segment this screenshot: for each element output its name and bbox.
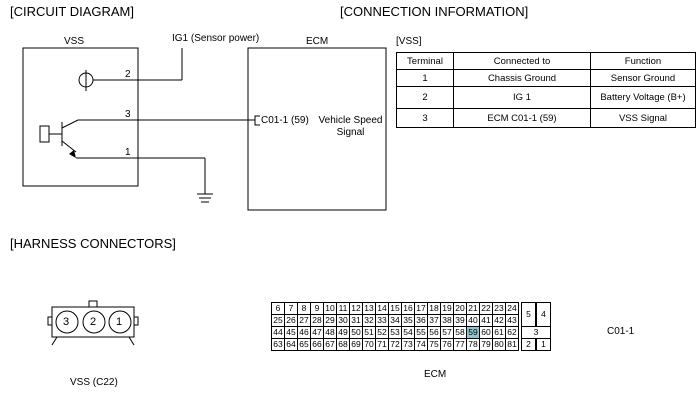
ecm-pin-73: 73 [401, 338, 415, 351]
ecm-pin-label: C01-1 (59) [261, 115, 309, 126]
ecm-pin-72: 72 [388, 338, 402, 351]
table-row: 1 Chassis Ground Sensor Ground [396, 69, 696, 87]
ecm-pin-64: 64 [284, 338, 298, 351]
ecm-connector-caption: ECM [424, 369, 447, 380]
connection-info-heading: [CONNECTION INFORMATION] [340, 4, 529, 19]
col-connected-to: Connected to [453, 52, 591, 70]
ecm-signal-line-1: Vehicle Speed [318, 115, 383, 126]
table-header-row: Terminal Connected to Function [396, 52, 696, 70]
connection-table: Terminal Connected to Function 1 Chassis… [396, 52, 696, 128]
ecm-pin-65: 65 [297, 338, 311, 351]
ecm-pin-80: 80 [492, 338, 506, 351]
ecm-pin-67: 67 [323, 338, 337, 351]
ecm-pin-79: 79 [479, 338, 493, 351]
table-cell: Sensor Ground [590, 69, 696, 87]
table-cell: 3 [396, 108, 454, 128]
table-cell: Chassis Ground [453, 69, 591, 87]
table-cell: 2 [396, 86, 454, 109]
ecm-label: ECM [306, 36, 329, 47]
ecm-pin-69: 69 [349, 338, 363, 351]
ecm-pin-2: 2 [521, 338, 536, 351]
ecm-pin-77: 77 [453, 338, 467, 351]
table-cell: Battery Voltage (B+) [590, 86, 696, 109]
pin-3-label: 3 [125, 109, 131, 120]
harness-connectors-heading: [HARNESS CONNECTORS] [10, 236, 176, 251]
ecm-signal-label: Vehicle Speed Signal [313, 115, 388, 139]
col-terminal: Terminal [396, 52, 454, 70]
table-cell: IG 1 [453, 86, 591, 109]
col-function: Function [590, 52, 696, 70]
ecm-pin-70: 70 [362, 338, 376, 351]
vss-connector-caption: VSS (C22) [70, 377, 118, 388]
vss-pin-3: 3 [63, 316, 70, 328]
ecm-pin-71: 71 [375, 338, 389, 351]
vss-table-title: [VSS] [396, 36, 422, 47]
ecm-pin-66: 66 [310, 338, 324, 351]
vss-box [22, 47, 139, 187]
vss-label: VSS [64, 36, 85, 47]
ecm-box [247, 47, 387, 211]
ecm-pin-68: 68 [336, 338, 350, 351]
ecm-pin-4: 4 [536, 302, 551, 327]
transistor-base-block [39, 125, 50, 143]
ecm-pin-63: 63 [271, 338, 285, 351]
circuit-diagram-heading: [CIRCUIT DIAGRAM] [10, 4, 134, 19]
ecm-pin-76: 76 [440, 338, 454, 351]
table-row: 3 ECM C01-1 (59) VSS Signal [396, 108, 696, 128]
ecm-pin-74: 74 [414, 338, 428, 351]
pin-2-label: 2 [125, 69, 131, 80]
vss-connector-shape [47, 300, 139, 346]
vss-pin-1: 1 [116, 316, 123, 328]
table-cell: ECM C01-1 (59) [453, 108, 591, 128]
table-row: 2 IG 1 Battery Voltage (B+) [396, 86, 696, 109]
pin-1-label: 1 [125, 147, 131, 158]
ecm-pin-75: 75 [427, 338, 441, 351]
ecm-pin-5: 5 [521, 302, 536, 327]
vss-pin-2: 2 [90, 316, 97, 328]
emitter-arrow-icon [69, 150, 76, 158]
table-cell: 1 [396, 69, 454, 87]
ecm-pin-1: 1 [536, 338, 551, 351]
ecm-pin-78: 78 [466, 338, 480, 351]
table-cell: VSS Signal [590, 108, 696, 128]
ecm-signal-line-2: Signal [336, 127, 365, 138]
ig1-label: IG1 (Sensor power) [172, 33, 260, 44]
ecm-pin-81: 81 [505, 338, 519, 351]
ecm-connector-id: C01-1 [607, 326, 635, 337]
